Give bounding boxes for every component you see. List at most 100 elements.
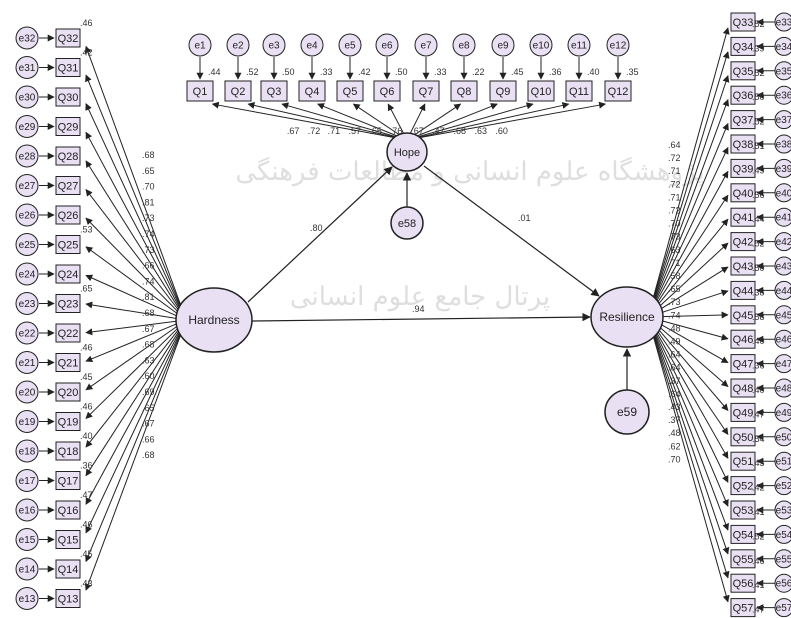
error-e35[interactable]: e35: [774, 61, 791, 81]
error-e20[interactable]: e20: [15, 380, 39, 404]
observed-q25[interactable]: Q25: [55, 235, 81, 254]
error-e49[interactable]: e49: [774, 402, 791, 422]
error-e34[interactable]: e34: [774, 36, 791, 56]
error-e4[interactable]: e4: [300, 33, 324, 57]
observed-q29[interactable]: Q29: [55, 117, 81, 136]
error-e21[interactable]: e21: [15, 351, 39, 374]
observed-q7[interactable]: Q7: [412, 80, 440, 102]
error-e44[interactable]: e44: [774, 280, 791, 300]
observed-q55[interactable]: Q55: [730, 549, 756, 569]
observed-q38[interactable]: Q38: [730, 134, 756, 154]
error-e27[interactable]: e27: [15, 174, 39, 197]
observed-q24[interactable]: Q24: [55, 264, 81, 284]
observed-q6[interactable]: Q6: [373, 80, 401, 102]
observed-q20[interactable]: Q20: [55, 382, 81, 402]
error-e50[interactable]: e50: [774, 427, 791, 447]
observed-q52[interactable]: Q52: [730, 476, 756, 496]
observed-q53[interactable]: Q53: [730, 500, 756, 520]
latent-hope[interactable]: Hope: [386, 132, 428, 172]
error-e42[interactable]: e42: [774, 232, 791, 252]
error-e30[interactable]: e30: [15, 85, 39, 109]
observed-q40[interactable]: Q40: [730, 183, 756, 203]
observed-q19[interactable]: Q19: [55, 412, 81, 431]
error-e26[interactable]: e26: [15, 203, 39, 227]
error-e39[interactable]: e39: [774, 158, 791, 178]
observed-q50[interactable]: Q50: [730, 427, 756, 447]
observed-q3[interactable]: Q3: [260, 80, 288, 102]
observed-q16[interactable]: Q16: [55, 500, 81, 520]
error-e37[interactable]: e37: [774, 110, 791, 130]
error-e53[interactable]: e53: [774, 500, 791, 520]
error-e7[interactable]: e7: [414, 33, 438, 57]
observed-q9[interactable]: Q9: [489, 80, 517, 102]
error-e24[interactable]: e24: [15, 262, 39, 286]
error-e15[interactable]: e15: [15, 528, 39, 551]
error-e48[interactable]: e48: [774, 378, 791, 398]
observed-q37[interactable]: Q37: [730, 110, 756, 130]
error-e57[interactable]: e57: [774, 598, 791, 618]
observed-q11[interactable]: Q11: [565, 80, 593, 102]
observed-q10[interactable]: Q10: [527, 80, 555, 102]
error-e45[interactable]: e45: [774, 305, 791, 325]
error-e10[interactable]: e10: [529, 33, 553, 57]
error-e40[interactable]: e40: [774, 183, 791, 203]
observed-q46[interactable]: Q46: [730, 329, 756, 349]
error-e33[interactable]: e33: [774, 12, 791, 32]
observed-q54[interactable]: Q54: [730, 524, 756, 544]
error-e52[interactable]: e52: [774, 476, 791, 496]
error-e36[interactable]: e36: [774, 85, 791, 105]
error-e14[interactable]: e14: [15, 557, 39, 581]
error-e54[interactable]: e54: [774, 524, 791, 544]
error-e55[interactable]: e55: [774, 549, 791, 569]
error-e31[interactable]: e31: [15, 56, 39, 79]
observed-q31[interactable]: Q31: [55, 58, 81, 77]
observed-q14[interactable]: Q14: [55, 559, 81, 579]
observed-q42[interactable]: Q42: [730, 232, 756, 252]
observed-q51[interactable]: Q51: [730, 451, 756, 471]
error-e12[interactable]: e12: [606, 33, 630, 57]
latent-hardness[interactable]: Hardness: [175, 287, 253, 353]
error-e46[interactable]: e46: [774, 329, 791, 349]
observed-q22[interactable]: Q22: [55, 323, 81, 343]
error-e2[interactable]: e2: [226, 33, 250, 57]
observed-q41[interactable]: Q41: [730, 207, 756, 227]
observed-q35[interactable]: Q35: [730, 61, 756, 81]
error-e16[interactable]: e16: [15, 498, 39, 522]
observed-q1[interactable]: Q1: [186, 80, 214, 102]
error-e13[interactable]: e13: [15, 587, 39, 610]
error-e28[interactable]: e28: [15, 144, 39, 168]
error-e18[interactable]: e18: [15, 439, 39, 463]
observed-q13[interactable]: Q13: [55, 589, 81, 608]
observed-q15[interactable]: Q15: [55, 530, 81, 549]
observed-q4[interactable]: Q4: [298, 80, 326, 102]
observed-q47[interactable]: Q47: [730, 354, 756, 374]
observed-q43[interactable]: Q43: [730, 256, 756, 276]
observed-q21[interactable]: Q21: [55, 353, 81, 372]
observed-q56[interactable]: Q56: [730, 573, 756, 593]
error-e51[interactable]: e51: [774, 451, 791, 471]
observed-q34[interactable]: Q34: [730, 36, 756, 56]
error-e6[interactable]: e6: [375, 33, 399, 57]
error-e3[interactable]: e3: [262, 33, 286, 57]
error-e43[interactable]: e43: [774, 256, 791, 276]
error-e56[interactable]: e56: [774, 573, 791, 593]
error-e17[interactable]: e17: [15, 469, 39, 492]
error-e32[interactable]: e32: [15, 26, 39, 50]
observed-q30[interactable]: Q30: [55, 87, 81, 107]
error-e19[interactable]: e19: [15, 410, 39, 433]
observed-q49[interactable]: Q49: [730, 402, 756, 422]
observed-q57[interactable]: Q57: [730, 598, 756, 618]
error-e59[interactable]: e59: [604, 389, 650, 435]
observed-q44[interactable]: Q44: [730, 280, 756, 300]
observed-q33[interactable]: Q33: [730, 12, 756, 32]
observed-q12[interactable]: Q12: [604, 80, 632, 102]
error-e25[interactable]: e25: [15, 233, 39, 256]
error-e47[interactable]: e47: [774, 354, 791, 374]
latent-resilience[interactable]: Resilience: [590, 286, 664, 348]
observed-q27[interactable]: Q27: [55, 176, 81, 195]
error-e29[interactable]: e29: [15, 115, 39, 138]
error-e41[interactable]: e41: [774, 207, 791, 227]
error-e1[interactable]: e1: [188, 33, 212, 57]
observed-q18[interactable]: Q18: [55, 441, 81, 461]
error-e9[interactable]: e9: [491, 33, 515, 57]
